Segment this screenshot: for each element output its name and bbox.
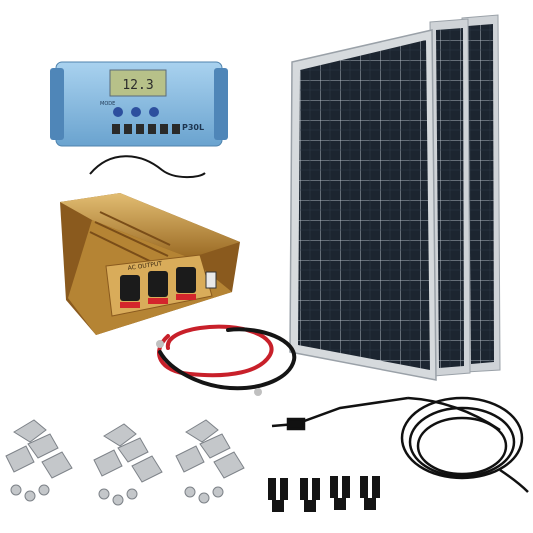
temperature-sensor-cable xyxy=(89,155,206,179)
ac-outlet-2 xyxy=(148,271,168,297)
controller-button-3[interactable] xyxy=(149,107,159,117)
model-label: P30L xyxy=(182,123,204,132)
bracket-set-2 xyxy=(93,423,163,506)
branch-connector-2 xyxy=(300,478,320,512)
battery-cables xyxy=(156,324,297,396)
mode-label: MODE xyxy=(100,101,115,107)
charge-controller: 12.3 MODE P30L xyxy=(50,61,228,179)
controller-button-1[interactable] xyxy=(113,107,123,117)
solar-panel-front xyxy=(289,29,437,381)
terminal-block xyxy=(112,124,180,134)
mounting-brackets xyxy=(5,419,245,506)
branch-connectors xyxy=(268,476,380,512)
bracket-set-3 xyxy=(175,419,245,504)
branch-connector-1 xyxy=(268,478,288,512)
controller-button-2[interactable] xyxy=(131,107,141,117)
branch-connector-4 xyxy=(360,476,380,510)
lcd-display-value: 12.3 xyxy=(122,78,153,93)
power-inverter: AC OUTPUT xyxy=(60,193,240,335)
solar-panels xyxy=(289,14,501,381)
inverter-fins xyxy=(89,211,171,267)
ac-outlet-3 xyxy=(176,267,196,293)
ac-output-label: AC OUTPUT xyxy=(127,260,163,272)
inverter-switch[interactable] xyxy=(205,271,217,289)
solar-panel-rear xyxy=(461,14,501,373)
ac-outlet-1 xyxy=(120,275,140,301)
solar-extension-cable xyxy=(271,396,529,493)
ac-outlets xyxy=(120,267,196,308)
solar-panel-middle xyxy=(429,18,471,377)
bracket-set-1 xyxy=(5,419,73,502)
branch-connector-3 xyxy=(330,476,350,510)
